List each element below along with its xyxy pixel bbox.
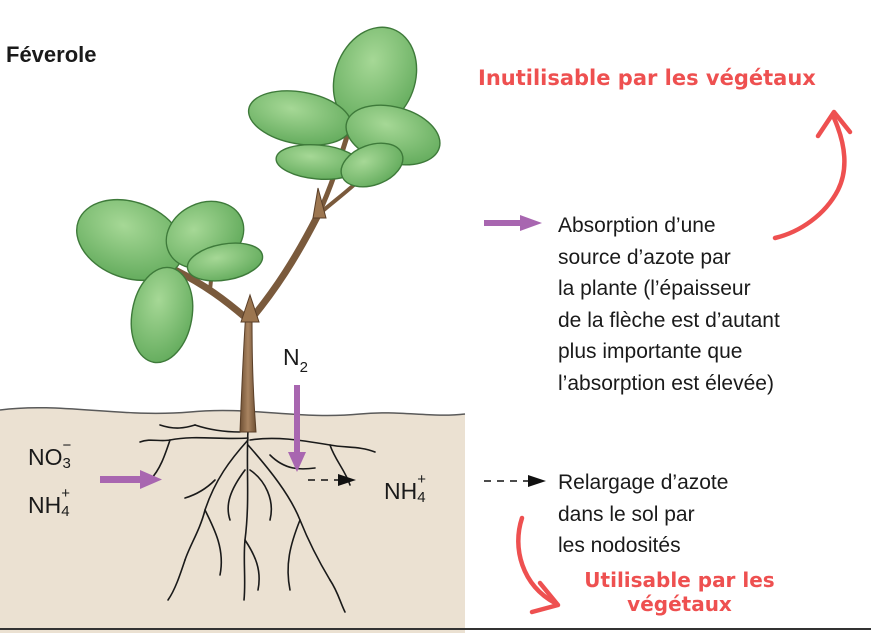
nh4-soil-label: NH+4 <box>28 485 73 520</box>
nh4-release-label: NH+4 <box>384 471 429 506</box>
soil-arrow-shaft <box>100 476 145 483</box>
nh4-soil-subscript: 4 <box>61 503 70 520</box>
annotation-unusable: Inutilisable par les végétaux <box>478 66 816 90</box>
soil <box>0 407 465 633</box>
nh4-release-superscript: + <box>417 471 426 488</box>
red-arrow-down <box>516 515 558 606</box>
red-arrow-up <box>772 115 847 241</box>
leaf <box>340 142 404 188</box>
soil-arrow-head <box>140 470 162 489</box>
soil-surface-line <box>0 406 466 417</box>
legend-absorption-line: de la flèche est d’autant <box>558 308 780 332</box>
n2-arrow-head <box>288 452 306 472</box>
legend-release-line: les nodosités <box>558 534 681 557</box>
no3-base: NO <box>28 444 63 470</box>
legend-absorption-text: Absorption d’une source d’azote par la p… <box>558 210 780 399</box>
n2-base: N <box>283 344 300 370</box>
legend-absorption-line: Absorption d’une <box>558 214 716 237</box>
legend-release-line: Relargage d’azote <box>558 471 729 494</box>
legend-absorption-line: l’absorption est élevée) <box>558 371 774 395</box>
annotation-usable-line1: Utilisable par les <box>584 568 775 592</box>
legend-absorption-line: la plante (l’épaisseur <box>558 277 751 300</box>
nh4-release-subscript: 4 <box>417 489 426 506</box>
legend-absorption-arrow-shaft <box>484 220 524 226</box>
absorption-arrows <box>100 215 542 489</box>
nh4-soil-base: NH <box>28 492 62 518</box>
leaf <box>130 266 194 364</box>
no3-superscript: − <box>62 437 72 454</box>
legend-release-line: dans le sol par <box>558 502 695 526</box>
no3-subscript: 3 <box>62 455 71 472</box>
release-arrows <box>308 474 546 487</box>
legend-absorption-arrow-head <box>520 215 542 231</box>
legend-absorption-line: source d’azote par <box>558 245 731 269</box>
nh4-soil-superscript: + <box>61 485 70 502</box>
diagram-title: Féverole <box>6 42 97 67</box>
red-arrow-up-head <box>815 109 853 139</box>
n2-label: N2 <box>283 344 308 376</box>
leaves <box>76 26 441 364</box>
no3-label: NO−3 <box>28 437 75 472</box>
soil-release-arrow-head <box>338 474 356 486</box>
annotation-usable: Utilisable par les végétaux <box>562 568 797 616</box>
legend-release-arrow-head <box>528 475 546 487</box>
n2-subscript: 2 <box>299 359 308 376</box>
red-arrow-down-head <box>529 580 561 615</box>
legend-release-text: Relargage d’azote dans le sol par les no… <box>558 467 728 562</box>
legend-absorption-line: plus importante que <box>558 340 743 363</box>
nh4-release-base: NH <box>384 478 418 504</box>
annotation-usable-line2: végétaux <box>627 592 732 616</box>
leaf <box>186 242 264 282</box>
n2-arrow-shaft <box>294 385 300 455</box>
